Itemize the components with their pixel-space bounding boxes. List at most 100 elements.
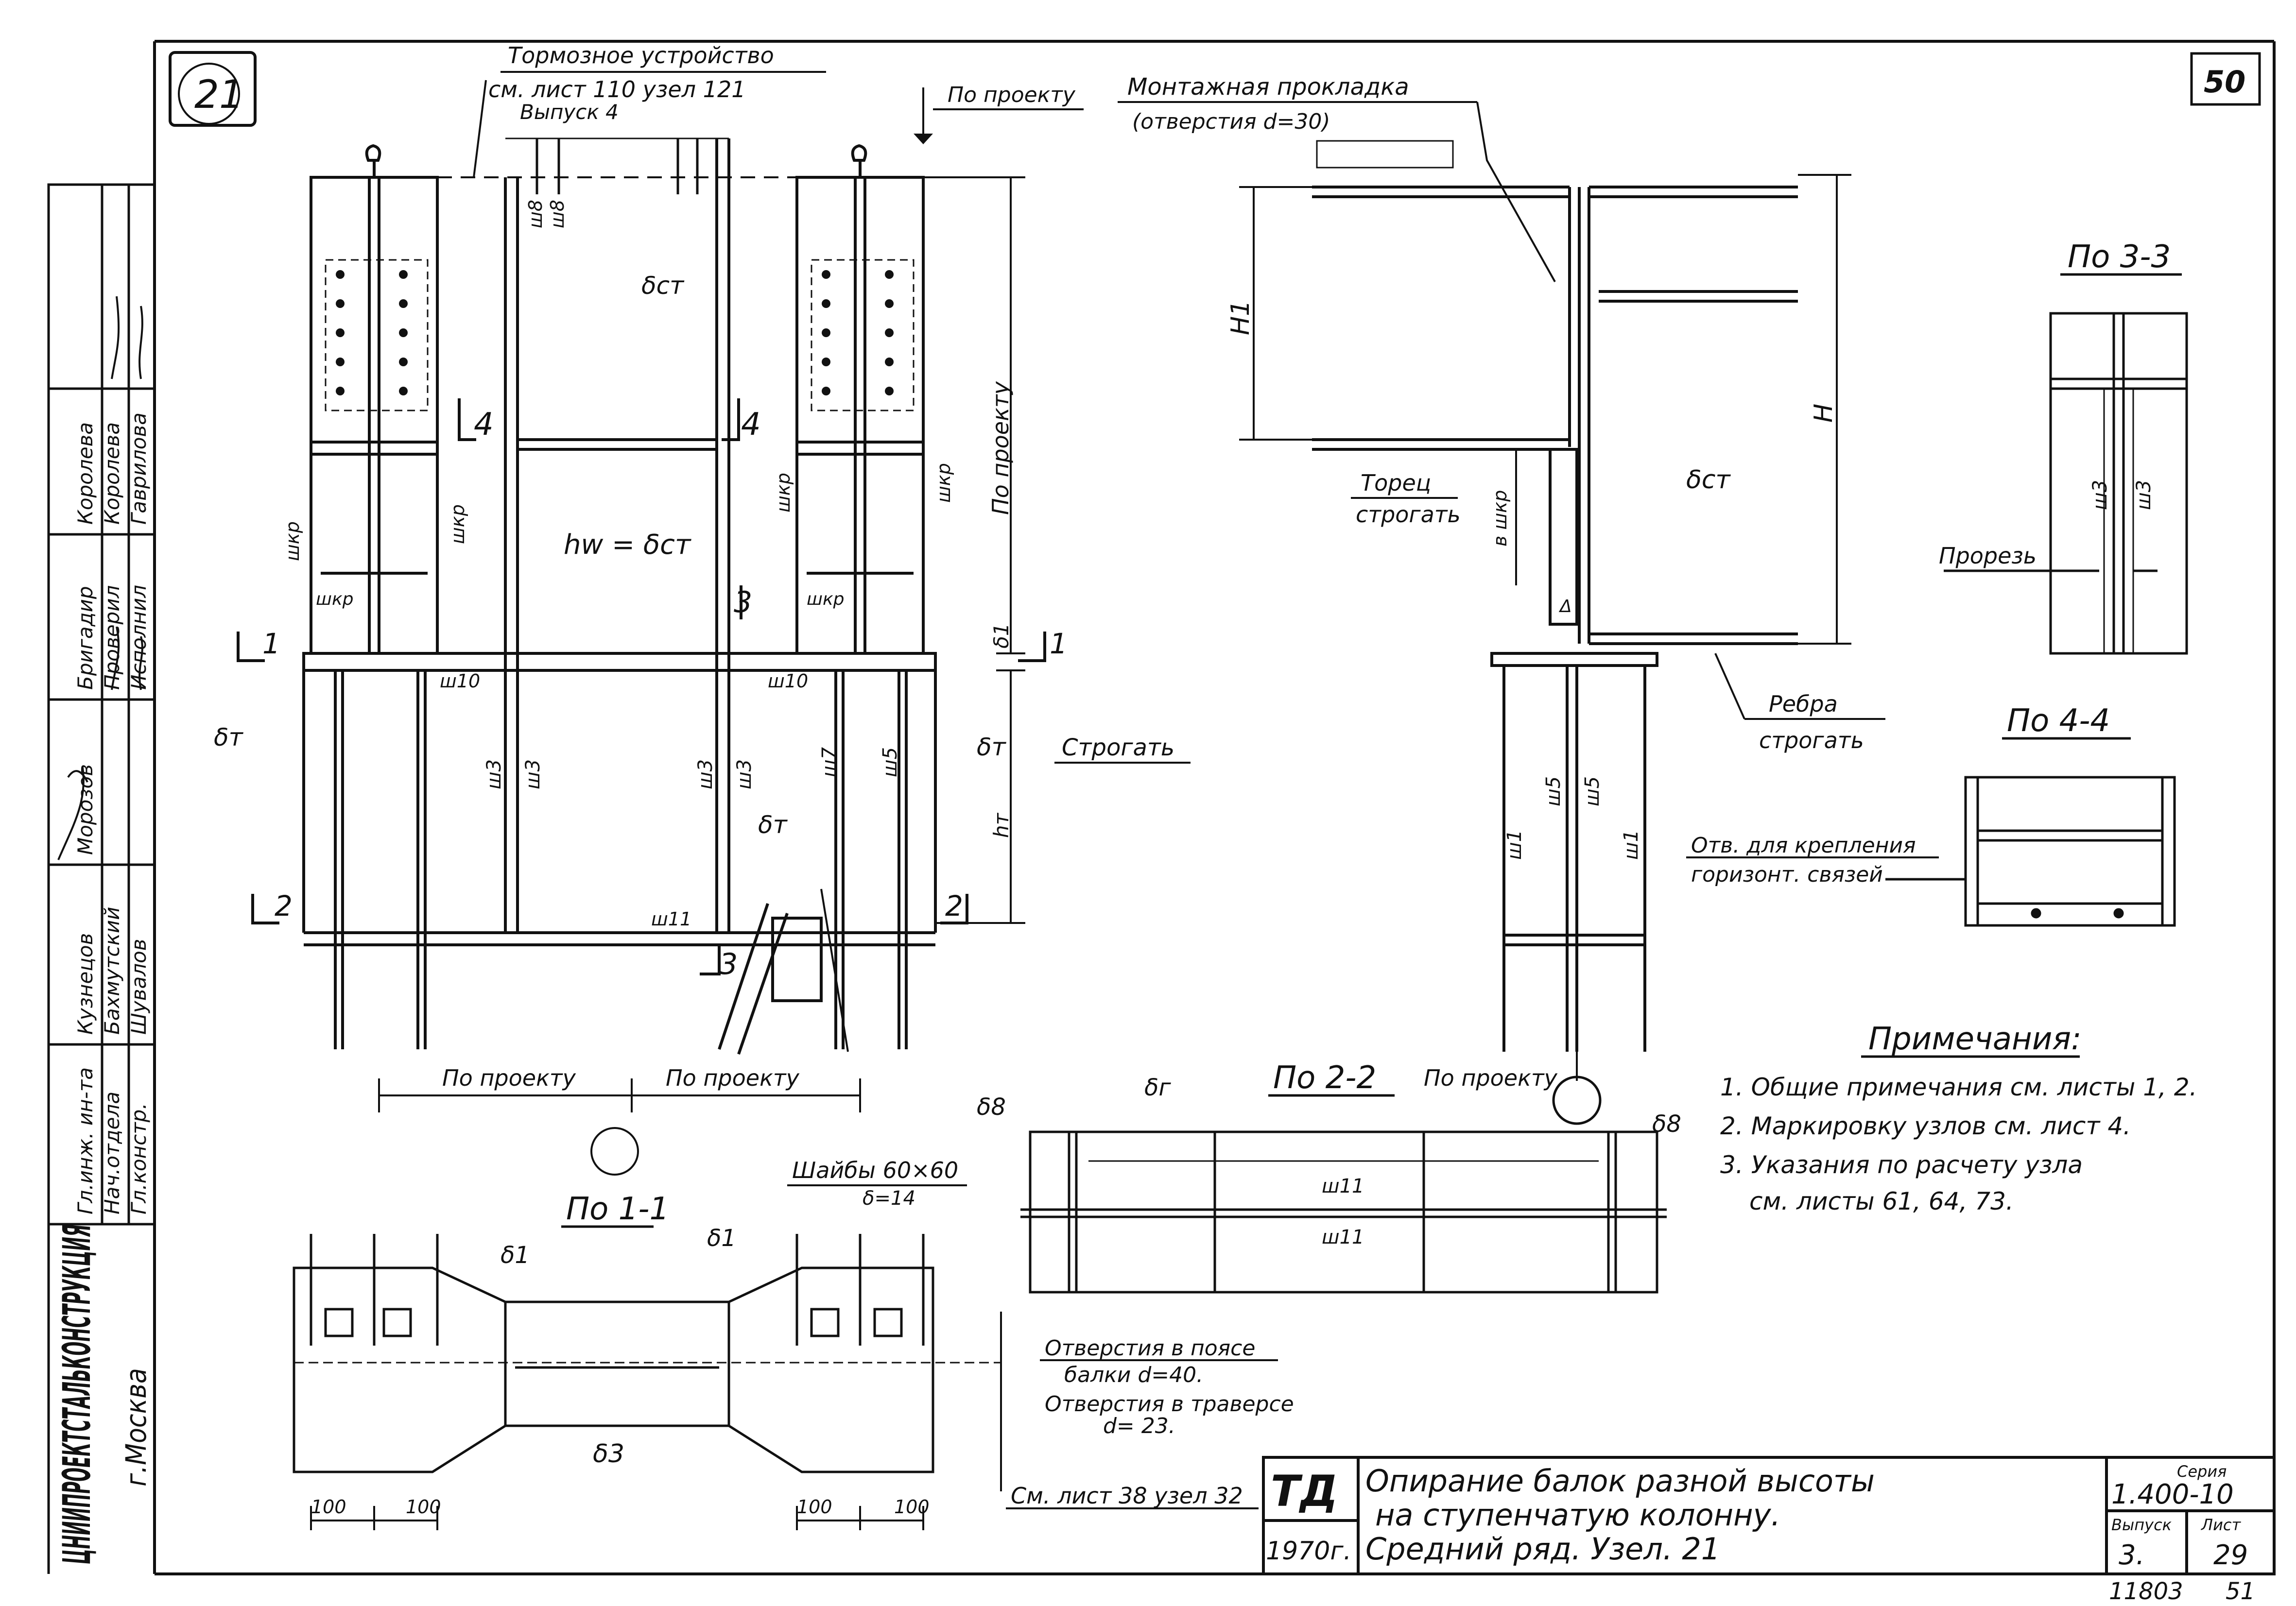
section-4-right: 4 xyxy=(741,407,761,443)
stamp-organization: ЦНИИПРОЕКТСТАЛЬКОНСТРУКЦИЯ г.Москва xyxy=(55,1224,153,1564)
dim-vertical xyxy=(923,176,1025,924)
label-po-proektu-vert: По проекту xyxy=(987,381,1014,515)
label-otv-poyas-1: Отверстия в поясе xyxy=(1045,1336,1255,1361)
label-sh3-c: ш3 xyxy=(694,759,717,789)
brake-bolts xyxy=(505,137,729,194)
section-2-left: 2 xyxy=(275,889,293,923)
dim-100-b: 100 xyxy=(406,1496,441,1518)
label-sh5-b: ш5 xyxy=(1542,776,1565,806)
section-1-left: 1 xyxy=(262,627,280,660)
label-sh3-b: ш3 xyxy=(522,759,544,789)
label-sh1-a: ш1 xyxy=(1503,830,1526,860)
view-4-4 xyxy=(1885,776,2176,927)
label-mount-holes: (отверстия d=30) xyxy=(1132,109,1330,134)
label-delta-2: δг xyxy=(1144,1074,1171,1101)
label-sh8-b: ш8 xyxy=(547,200,568,228)
role-chief-engineer: Гл.инж. ин-та xyxy=(73,1067,97,1214)
title-line-1: Опирание балок разной высоты xyxy=(1365,1463,1875,1499)
notes: Примечания: 1. Общие примечания см. лист… xyxy=(1720,1021,2197,1215)
label-delta-1-a: δ1 xyxy=(501,1242,530,1269)
sheet-number: 50 xyxy=(2204,64,2245,100)
label-b-shkr: в шкр xyxy=(1489,490,1511,547)
note-1: 1. Общие примечания см. листы 1, 2. xyxy=(1720,1073,2197,1101)
label-delta-1: δ1 xyxy=(989,623,1013,649)
sheet-label: Лист xyxy=(2201,1516,2241,1534)
sheet-value: 29 xyxy=(2213,1539,2248,1571)
dashed-plates xyxy=(325,259,915,411)
note-2: 2. Маркировку узлов см. лист 4. xyxy=(1720,1112,2131,1140)
label-sh3-d: ш3 xyxy=(733,759,756,789)
label-otv-kr-2: горизонт. связей xyxy=(1691,862,1883,887)
role-brigadier: Бригадир xyxy=(73,586,97,690)
name-shuvalov: Шувалов xyxy=(127,939,151,1035)
label-prorez: Прорезь xyxy=(1939,543,2037,569)
label-shaiby-2: δ=14 xyxy=(863,1187,915,1210)
label-otv-kr-1: Отв. для крепления xyxy=(1691,833,1916,858)
view-title-4-4: По 4-4 xyxy=(2007,703,2110,739)
label-rebra-2: строгать xyxy=(1759,727,1864,753)
series-value: 1.400-10 xyxy=(2111,1479,2234,1510)
label-sh5-c: ш5 xyxy=(1581,776,1604,806)
label-delta-small: Δ xyxy=(1558,597,1572,616)
label-po-proektu-bl: По проекту xyxy=(442,1065,576,1091)
dim-100-d: 100 xyxy=(894,1496,930,1518)
label-po-proektu-br: По проекту xyxy=(666,1065,800,1091)
label-otv-trav-1: Отверстия в траверсе xyxy=(1045,1392,1294,1417)
label-H1: H1 xyxy=(1226,300,1255,335)
label-shkr-2: шкр xyxy=(447,504,468,544)
label-sh3-33b: ш3 xyxy=(2133,480,2155,510)
title-line-2: на ступенчатую колонну. xyxy=(1375,1497,1780,1533)
label-delta-st: δст xyxy=(641,272,685,300)
view-title-1-1: По 1-1 xyxy=(566,1191,669,1227)
view-3-3 xyxy=(1944,312,2188,655)
title-year: 1970г. xyxy=(1266,1537,1351,1566)
label-H: H xyxy=(1809,404,1838,423)
label-rebra: Ребра xyxy=(1769,691,1838,717)
label-sh7: ш7 xyxy=(818,747,841,777)
label-sh8-a: ш8 xyxy=(525,200,546,228)
label-sh1-b: ш1 xyxy=(1620,830,1642,860)
main-elevation xyxy=(302,138,937,1055)
view-title-3-3: По 3-3 xyxy=(2068,239,2171,275)
note-3: 3. Указания по расчету узла xyxy=(1720,1151,2083,1179)
issue-label: Выпуск xyxy=(2111,1516,2172,1534)
label-otv-poyas-2: балки d=40. xyxy=(1064,1363,1203,1387)
label-shaiby-1: Шайбы 60×60 xyxy=(792,1157,958,1183)
label-sh10-right: ш10 xyxy=(768,670,808,692)
view-1-1 xyxy=(293,1234,1001,1473)
label-hw: hw = δст xyxy=(564,529,691,561)
label-delta-8-left: δ8 xyxy=(977,1093,1006,1121)
label-strogat: Строгать xyxy=(1062,734,1174,761)
bolt-pattern xyxy=(336,270,894,395)
labels: Тормозное устройство см. лист 110 узел 1… xyxy=(214,42,2182,1518)
signature-scribbles xyxy=(57,296,143,860)
label-delta-8-right: δ8 xyxy=(1652,1111,1681,1138)
label-brake-issue: Выпуск 4 xyxy=(520,100,619,124)
label-sh10-left: ш10 xyxy=(440,670,480,692)
title-block-frame xyxy=(1262,1456,2276,1575)
view-2-2 xyxy=(1020,1130,1667,1294)
label-shkr-5: шкр xyxy=(316,589,354,609)
label-brake-title: Тормозное устройство xyxy=(508,42,774,68)
label-torets-2: строгать xyxy=(1356,501,1461,528)
role-dept-head: Нач.отдела xyxy=(100,1092,124,1214)
label-otv-trav-2: d= 23. xyxy=(1103,1414,1175,1438)
label-delta-t-left: δт xyxy=(214,723,244,752)
label-sh3-a: ш3 xyxy=(483,759,505,789)
name-koroleva-2: Королева xyxy=(100,422,124,525)
issue-value: 3. xyxy=(2119,1539,2144,1571)
label-sh11-a: ш11 xyxy=(1322,1175,1364,1197)
organization-city: г.Москва xyxy=(120,1368,153,1486)
title-logo: ТД xyxy=(1271,1466,1338,1516)
label-sh11-elev: ш11 xyxy=(651,908,691,930)
view-1-1-dims xyxy=(310,1312,1002,1530)
right-elevation xyxy=(1312,140,1798,1125)
label-mount-pad: Монтажная прокладка xyxy=(1127,73,1409,101)
label-h-t: hт xyxy=(989,812,1013,838)
label-sh5: ш5 xyxy=(879,747,901,777)
label-delta-t-mid: δт xyxy=(758,811,788,839)
organization-name: ЦНИИПРОЕКТСТАЛЬКОНСТРУКЦИЯ xyxy=(55,1224,99,1564)
label-shkr-1: шкр xyxy=(282,521,303,561)
series-label: Серия xyxy=(2177,1462,2227,1481)
